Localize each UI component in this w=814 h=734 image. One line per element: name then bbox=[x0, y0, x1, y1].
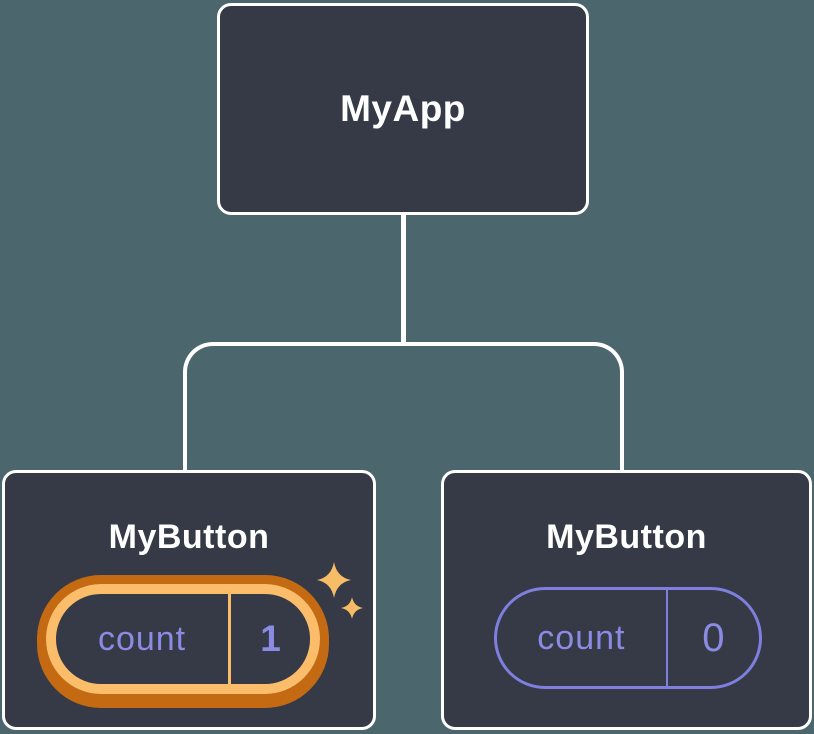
state-value-cell: 0 bbox=[665, 590, 759, 686]
sparkle-small-icon bbox=[341, 597, 363, 619]
state-key-cell: count bbox=[497, 590, 666, 686]
child-node-label: MyButton bbox=[108, 518, 270, 556]
state-value-cell: 1 bbox=[228, 594, 310, 684]
component-node-mybutton-right: MyButton count 0 bbox=[441, 470, 812, 730]
state-value: 1 bbox=[260, 618, 281, 659]
state-pill-highlighted: count 1 bbox=[46, 584, 320, 694]
connector-stem-line bbox=[401, 214, 406, 346]
sparkles-icon bbox=[317, 562, 363, 619]
component-node-root: MyApp bbox=[217, 3, 589, 215]
root-node-label: MyApp bbox=[340, 88, 466, 129]
connector-branch-line bbox=[183, 342, 624, 470]
state-value: 0 bbox=[702, 615, 725, 660]
state-pill-plain: count 0 bbox=[494, 587, 762, 689]
component-node-mybutton-left: MyButton count 1 bbox=[2, 470, 376, 730]
child-node-label: MyButton bbox=[546, 518, 707, 556]
sparkle-big-icon bbox=[317, 562, 351, 598]
state-key-cell: count bbox=[56, 594, 228, 684]
state-key-label: count bbox=[97, 619, 187, 658]
state-key-label: count bbox=[537, 618, 626, 657]
